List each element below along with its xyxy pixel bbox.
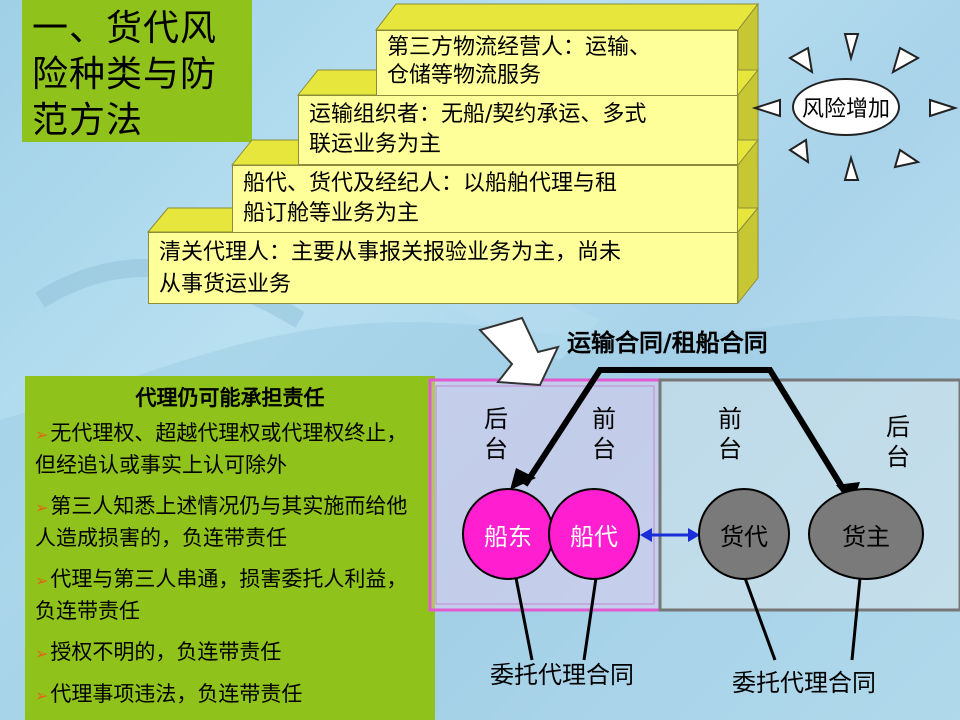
step-4-line-2: 从事货运业务 xyxy=(159,272,292,297)
title-line-1: 一、货代风 xyxy=(32,8,218,49)
cargo-owner-node: 货主 xyxy=(808,488,924,580)
bullet-icon: ➢ xyxy=(35,686,49,705)
cargoside-box xyxy=(658,378,960,612)
transport-contract-label: 运输合同/租船合同 xyxy=(567,329,768,357)
step-3-line-1: 船代、货代及经纪人：以船舶代理与租 xyxy=(243,171,618,196)
transport-contract-line xyxy=(522,367,853,502)
liability-item-text: 代理事项违法，负连带责任 xyxy=(50,682,303,706)
liability-item-text: 无代理权、超越代理权或代理权终止，但经追认或事实上认可除外 xyxy=(35,421,408,477)
liability-item: ➢无代理权、超越代理权或代理权终止，但经追认或事实上认可除外 xyxy=(35,418,425,481)
step-4-line-1: 清关代理人：主要从事报关报验业务为主，尚未 xyxy=(159,240,622,265)
bullet-icon: ➢ xyxy=(35,498,49,517)
liability-item-text: 代理与第三人串通，损害委托人利益，负连带责任 xyxy=(35,567,408,623)
liability-item-text: 授权不明的，负连带责任 xyxy=(50,640,282,664)
liability-item: ➢授权不明的，负连带责任 xyxy=(35,637,425,669)
front-office-left: 前台 xyxy=(592,405,616,463)
bullet-icon: ➢ xyxy=(35,425,49,444)
title-line-3: 范方法 xyxy=(32,100,144,141)
back-office-right: 后台 xyxy=(886,413,910,471)
step-2-line-1: 运输组织者：无船/契约承运、多式 xyxy=(309,102,647,127)
liability-panel: 代理仍可能承担责任 ➢无代理权、超越代理权或代理权终止，但经追认或事实上认可除外… xyxy=(25,376,435,720)
step-2-line-2: 联运业务为主 xyxy=(309,132,442,157)
back-office-left: 后台 xyxy=(484,405,508,463)
liability-item: ➢代理与第三人串通，损害委托人利益，负连带责任 xyxy=(35,564,425,627)
risk-sun-icon xyxy=(751,33,959,181)
down-arrow-icon xyxy=(478,316,560,387)
risk-increase-label: 风险增加 xyxy=(792,78,900,136)
liability-item: ➢代理事项违法，负连带责任 xyxy=(35,679,425,711)
bullet-icon: ➢ xyxy=(35,644,49,663)
liability-item-text: 第三人知悉上述情况仍与其实施而给他人造成损害的，负连带责任 xyxy=(35,494,408,550)
step-1-line-1: 第三方物流经营人：运输、 xyxy=(387,35,652,60)
bullet-icon: ➢ xyxy=(35,571,49,590)
page-title: 一、货代风 险种类与防 范方法 xyxy=(22,0,252,142)
shipside-box xyxy=(428,378,662,612)
liability-item: ➢第三人知悉上述情况仍与其实施而给他人造成损害的，负连带责任 xyxy=(35,491,425,554)
ship-agent-node: 船代 xyxy=(548,488,640,580)
shipowner-node: 船东 xyxy=(462,488,554,580)
title-line-2: 险种类与防 xyxy=(32,54,218,95)
freight-forwarder-node: 货代 xyxy=(698,488,790,580)
agency-contract-right: 委托代理合同 xyxy=(732,669,876,697)
step-3-line-2: 船订舱等业务为主 xyxy=(243,201,420,226)
front-office-right: 前台 xyxy=(718,405,742,463)
liability-heading: 代理仍可能承担责任 xyxy=(135,386,325,410)
step-1-line-2: 仓储等物流服务 xyxy=(387,63,542,88)
agency-contract-left: 委托代理合同 xyxy=(490,661,634,689)
